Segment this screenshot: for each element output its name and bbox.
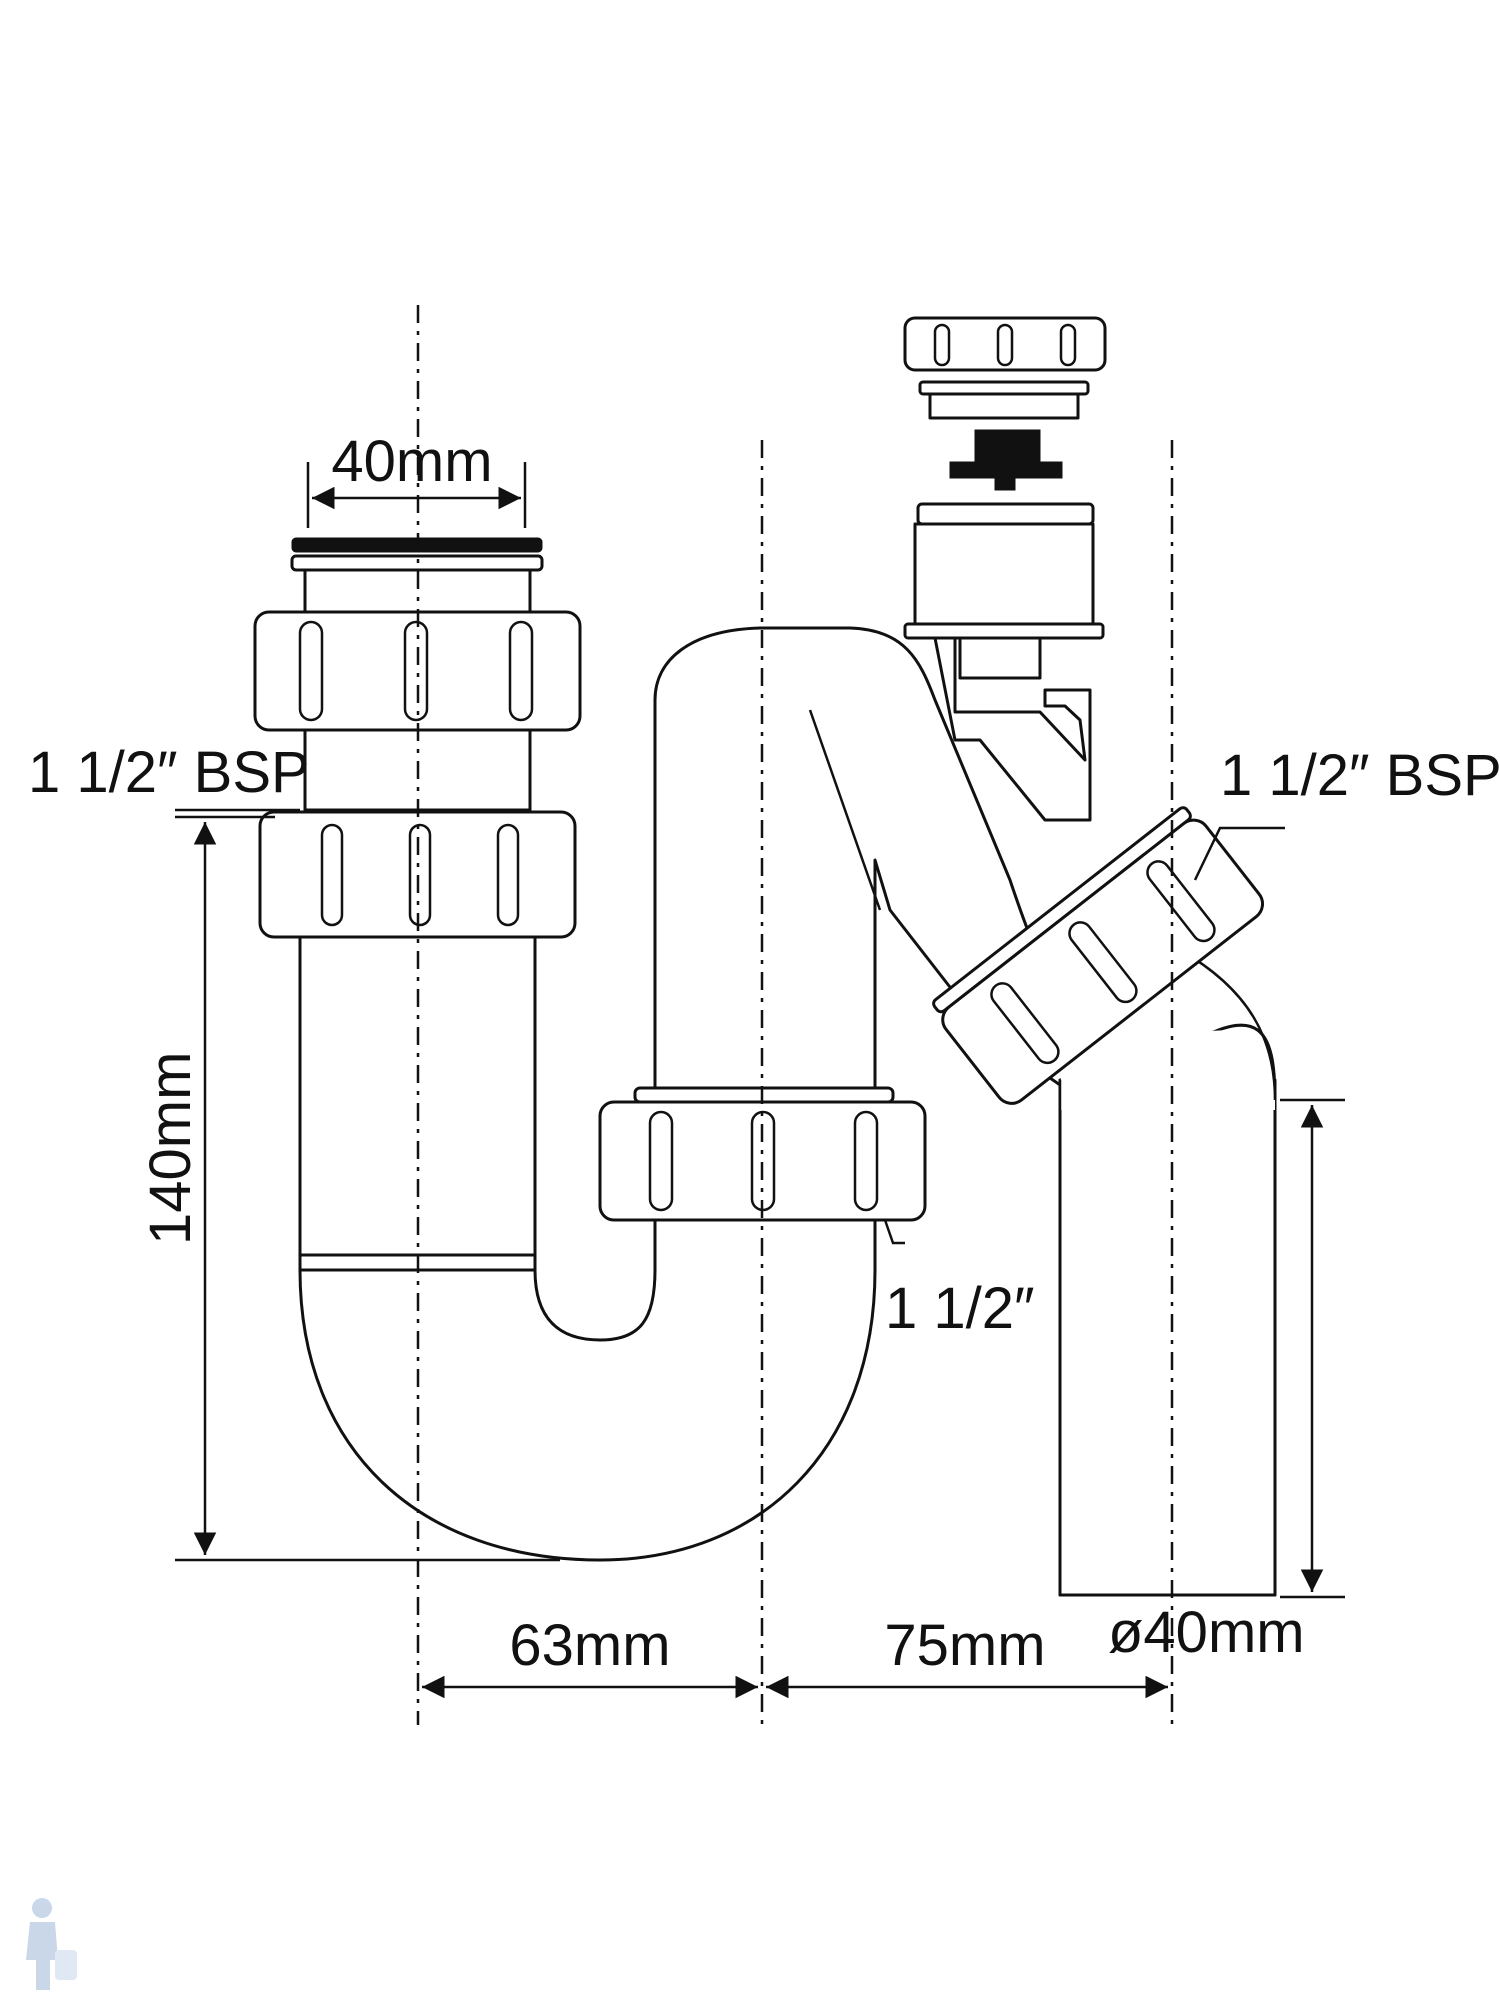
label-height: 140mm	[138, 1052, 203, 1245]
label-offset-right: 75mm	[884, 1613, 1045, 1678]
label-inlet-width: 40mm	[331, 429, 492, 494]
angled-right-nut	[932, 806, 1265, 1105]
outlet-pipe	[1058, 1078, 1277, 1597]
label-offset-left: 63mm	[509, 1613, 670, 1678]
label-right-thread: 1 1/2″ BSP	[1220, 743, 1500, 808]
dimension-right-thread: 1 1/2″ BSP	[1193, 743, 1500, 881]
middle-nut	[598, 1086, 927, 1222]
lower-left-nut	[258, 810, 577, 939]
dimension-inlet-width: 40mm	[306, 429, 527, 528]
dimension-horizontal-offsets: 63mm 75mm	[422, 1613, 1168, 1699]
right-inlet-stack	[903, 316, 1107, 822]
dimension-bottom-nut: 1 1/2″	[883, 1219, 1035, 1341]
label-bottom-nut: 1 1/2″	[885, 1276, 1035, 1341]
label-left-thread: 1 1/2″ BSP	[28, 740, 310, 805]
left-inlet-assembly	[253, 537, 582, 939]
dimension-outlet-length	[1280, 1098, 1345, 1599]
label-outlet-diameter: ø40mm	[1108, 1600, 1305, 1665]
upper-left-nut	[253, 610, 582, 732]
plumber-logo-icon	[26, 1898, 77, 1990]
dimension-left-thread: 1 1/2″ BSP	[28, 740, 310, 812]
centerlines	[416, 305, 1174, 1725]
dimension-height: 140mm	[138, 815, 560, 1562]
